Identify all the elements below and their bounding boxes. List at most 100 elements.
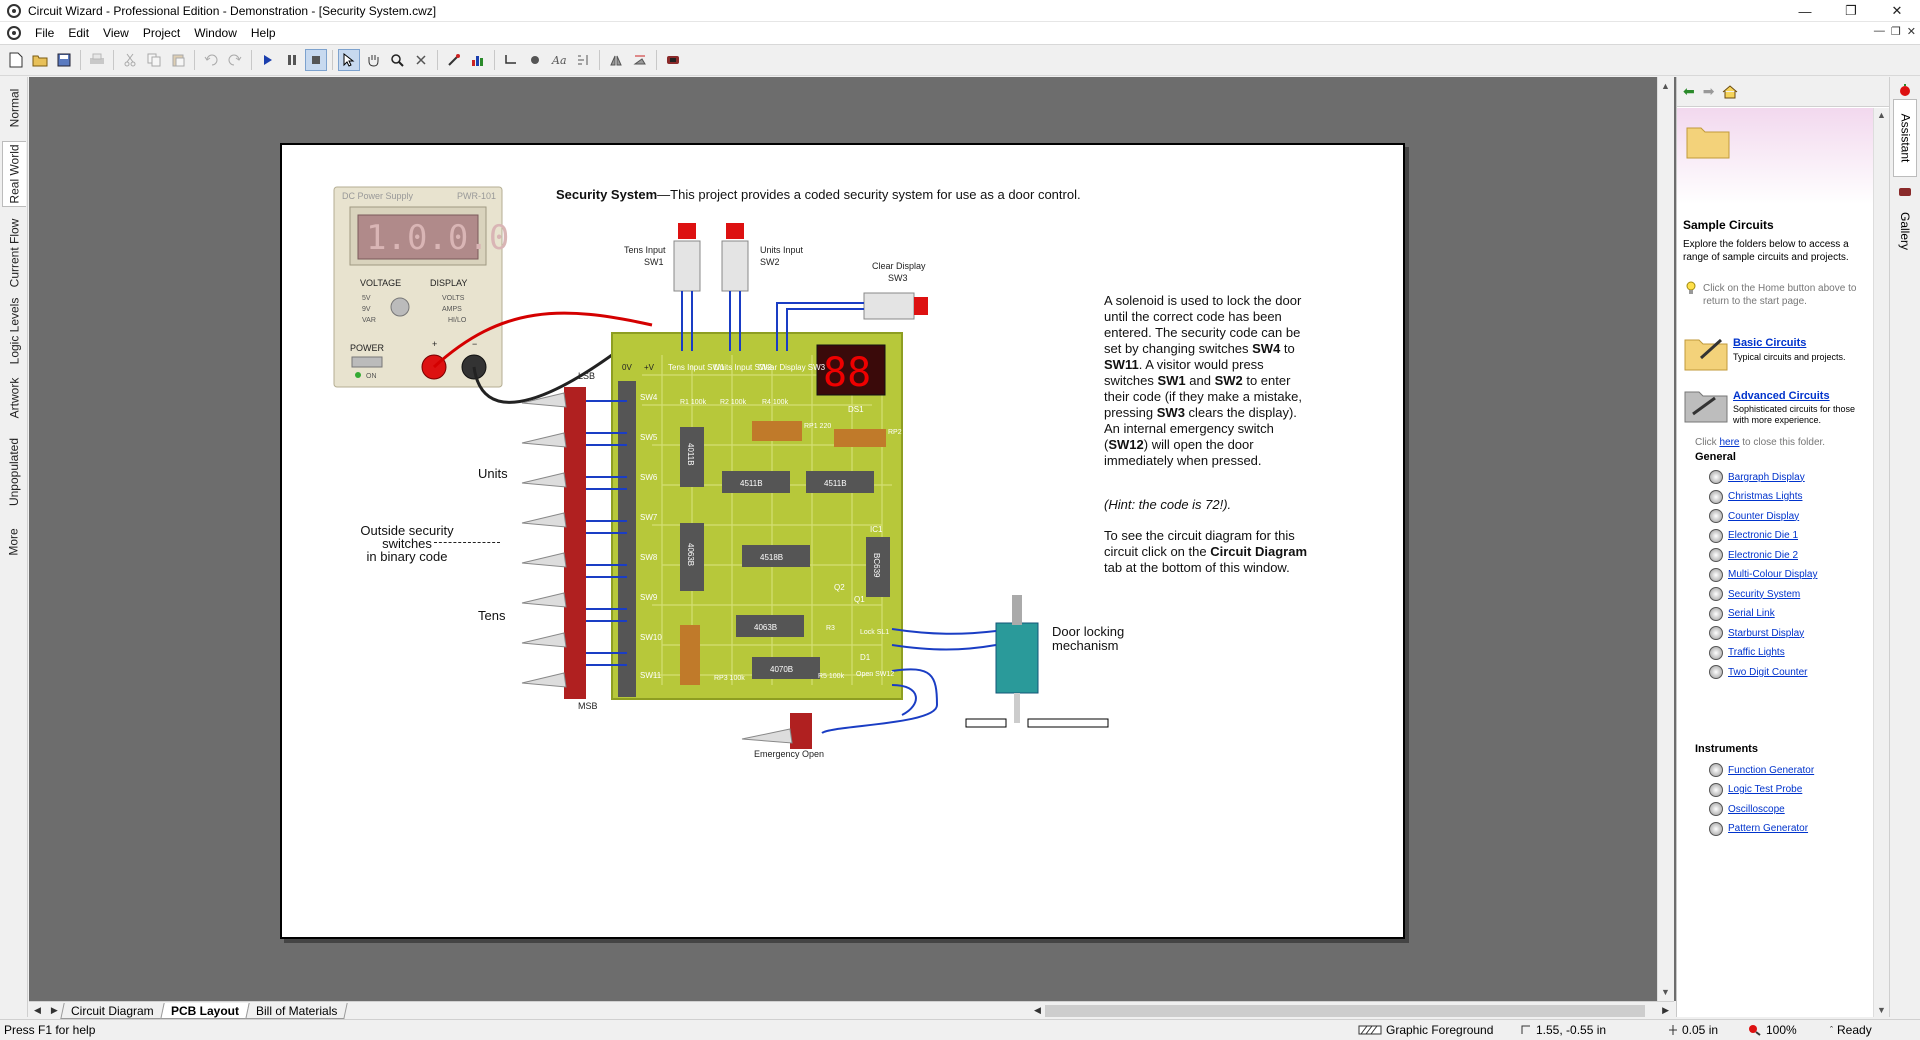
sample-link-label[interactable]: Traffic Lights bbox=[1728, 647, 1785, 658]
sample-link-label[interactable]: Serial Link bbox=[1728, 608, 1775, 619]
sample-link-label[interactable]: Multi-Colour Display bbox=[1728, 569, 1818, 580]
ic-chips[interactable]: 4011B 4511B 4511B 4063B 4518B 4063B 4070… bbox=[680, 427, 890, 679]
menu-file[interactable]: File bbox=[35, 26, 55, 40]
tab-unpopulated[interactable]: Unpopulated bbox=[2, 429, 26, 515]
cut-icon[interactable] bbox=[119, 49, 141, 71]
save-icon[interactable] bbox=[53, 49, 75, 71]
assistant-scroll-down-icon[interactable]: ▼ bbox=[1877, 1005, 1886, 1015]
sample-link-security-system[interactable]: Security System bbox=[1709, 587, 1800, 601]
close-button[interactable]: ✕ bbox=[1891, 3, 1903, 18]
sample-link-traffic-lights[interactable]: Traffic Lights bbox=[1709, 645, 1785, 660]
redo-icon[interactable] bbox=[224, 49, 246, 71]
close-folder-link[interactable]: here bbox=[1719, 437, 1740, 448]
sample-link-oscilloscope[interactable]: Oscilloscope bbox=[1709, 802, 1785, 816]
advanced-circuits-link[interactable]: Advanced Circuits bbox=[1733, 390, 1830, 402]
advanced-circuits-folder-icon[interactable] bbox=[1683, 384, 1729, 424]
push-button-sw3[interactable] bbox=[863, 292, 928, 320]
document-page[interactable]: Security System—This project provides a … bbox=[280, 143, 1405, 939]
binary-code-switches[interactable] bbox=[564, 381, 636, 699]
sample-link-starburst-display[interactable]: Starburst Display bbox=[1709, 626, 1804, 640]
paste-icon[interactable] bbox=[167, 49, 189, 71]
zoom-icon[interactable] bbox=[386, 49, 408, 71]
push-button-sw2[interactable] bbox=[721, 223, 749, 292]
forward-icon[interactable]: ➡ bbox=[1702, 83, 1715, 99]
sample-link-label[interactable]: Pattern Generator bbox=[1728, 823, 1809, 834]
pointer-icon[interactable] bbox=[338, 49, 360, 71]
node-icon[interactable] bbox=[524, 49, 546, 71]
tab-gallery[interactable]: Gallery bbox=[1893, 201, 1917, 261]
back-icon[interactable]: ⬅ bbox=[1683, 83, 1695, 99]
horizontal-scrollbar[interactable]: ◀ ▶ bbox=[1029, 1003, 1674, 1019]
sample-link-christmas-lights[interactable]: Christmas Lights bbox=[1709, 489, 1803, 504]
tab-normal[interactable]: Normal bbox=[2, 85, 26, 131]
status-zoom[interactable]: 100% bbox=[1748, 1023, 1797, 1037]
tab-artwork[interactable]: Artwork bbox=[2, 371, 26, 425]
sample-link-electronic-die-2[interactable]: Electronic Die 2 bbox=[1709, 548, 1798, 562]
home-icon[interactable] bbox=[1722, 84, 1738, 99]
delete-icon[interactable] bbox=[410, 49, 432, 71]
component-icon[interactable] bbox=[662, 49, 684, 71]
undo-icon[interactable] bbox=[200, 49, 222, 71]
mdi-close-button[interactable]: ✕ bbox=[1906, 26, 1916, 38]
sample-link-pattern-generator[interactable]: Pattern Generator bbox=[1709, 821, 1809, 836]
sample-link-label[interactable]: Counter Display bbox=[1728, 510, 1800, 522]
menu-edit[interactable]: Edit bbox=[68, 26, 90, 40]
sample-link-label[interactable]: Logic Test Probe bbox=[1728, 784, 1803, 795]
scroll-down-icon[interactable]: ▼ bbox=[1661, 987, 1670, 997]
minimize-button[interactable]: — bbox=[1798, 3, 1812, 19]
menu-view[interactable]: View bbox=[103, 26, 129, 40]
basic-circuits-folder-icon[interactable] bbox=[1683, 332, 1729, 372]
sample-link-function-generator[interactable]: Function Generator bbox=[1709, 763, 1814, 777]
mdi-restore-button[interactable]: ❐ bbox=[1890, 26, 1901, 38]
sample-link-logic-test-probe[interactable]: Logic Test Probe bbox=[1709, 782, 1803, 797]
gallery-tab-icon[interactable] bbox=[1898, 185, 1912, 199]
scroll-up-icon[interactable]: ▲ bbox=[1661, 81, 1670, 91]
text-icon[interactable]: Aa bbox=[548, 49, 570, 71]
door-solenoid[interactable] bbox=[965, 595, 1109, 728]
tab-pcb-layout[interactable]: PCB Layout bbox=[159, 1002, 250, 1019]
push-button-sw1[interactable] bbox=[673, 223, 701, 292]
toggle-levers[interactable] bbox=[521, 392, 567, 688]
sample-link-label[interactable]: Two Digit Counter bbox=[1728, 666, 1808, 678]
sample-link-label[interactable]: Bargraph Display bbox=[1728, 471, 1805, 483]
tab-current-flow[interactable]: Current Flow bbox=[2, 215, 26, 291]
sample-link-label[interactable]: Christmas Lights bbox=[1728, 491, 1803, 502]
pause-icon[interactable] bbox=[281, 49, 303, 71]
assistant-scroll-up-icon[interactable]: ▲ bbox=[1877, 110, 1886, 120]
hscroll-thumb[interactable] bbox=[1045, 1005, 1645, 1017]
assistant-tab-icon[interactable] bbox=[1898, 83, 1912, 97]
hscroll-left-icon[interactable]: ◀ bbox=[1034, 1005, 1041, 1015]
probe-icon[interactable] bbox=[443, 49, 465, 71]
document-icon[interactable] bbox=[6, 25, 22, 41]
flip-icon[interactable] bbox=[629, 49, 651, 71]
status-layer[interactable]: Graphic Foreground bbox=[1358, 1023, 1493, 1037]
tab-real-world[interactable]: Real World bbox=[2, 141, 26, 207]
tab-logic-levels[interactable]: Logic Levels bbox=[2, 295, 26, 367]
tab-scroll-right-icon[interactable]: ▶ bbox=[50, 1005, 58, 1015]
pan-icon[interactable] bbox=[362, 49, 384, 71]
tab-scroll-left-icon[interactable]: ◀ bbox=[34, 1005, 41, 1015]
graph-icon[interactable] bbox=[467, 49, 489, 71]
align-icon[interactable] bbox=[572, 49, 594, 71]
tab-circuit-diagram[interactable]: Circuit Diagram bbox=[60, 1002, 165, 1019]
dc-power-supply[interactable]: 1.0.0.0 DC Power Supply PWR-101 VOLTAGE … bbox=[333, 186, 509, 388]
menu-project[interactable]: Project bbox=[142, 26, 181, 40]
copy-icon[interactable] bbox=[143, 49, 165, 71]
vertical-scrollbar[interactable]: ▲ ▼ bbox=[1657, 77, 1674, 1001]
hscroll-right-icon[interactable]: ▶ bbox=[1662, 1005, 1669, 1015]
tab-bill-of-materials[interactable]: Bill of Materials bbox=[244, 1002, 348, 1019]
sample-link-multi-colour-display[interactable]: Multi-Colour Display bbox=[1709, 567, 1818, 582]
sample-link-label[interactable]: Function Generator bbox=[1728, 764, 1815, 776]
sample-link-label[interactable]: Oscilloscope bbox=[1728, 803, 1785, 815]
menu-help[interactable]: Help bbox=[250, 26, 276, 40]
basic-circuits-link[interactable]: Basic Circuits bbox=[1733, 337, 1807, 349]
restore-button[interactable]: ❐ bbox=[1845, 3, 1857, 18]
run-icon[interactable] bbox=[257, 49, 279, 71]
sample-link-label[interactable]: Electronic Die 2 bbox=[1728, 549, 1799, 561]
tab-more[interactable]: More bbox=[2, 519, 26, 565]
open-icon[interactable] bbox=[29, 49, 51, 71]
sample-link-label[interactable]: Security System bbox=[1728, 588, 1801, 600]
mdi-minimize-button[interactable]: — bbox=[1873, 25, 1885, 37]
sample-link-bargraph-display[interactable]: Bargraph Display bbox=[1709, 470, 1805, 484]
assistant-scrollbar[interactable]: ▲ ▼ bbox=[1873, 108, 1890, 1017]
